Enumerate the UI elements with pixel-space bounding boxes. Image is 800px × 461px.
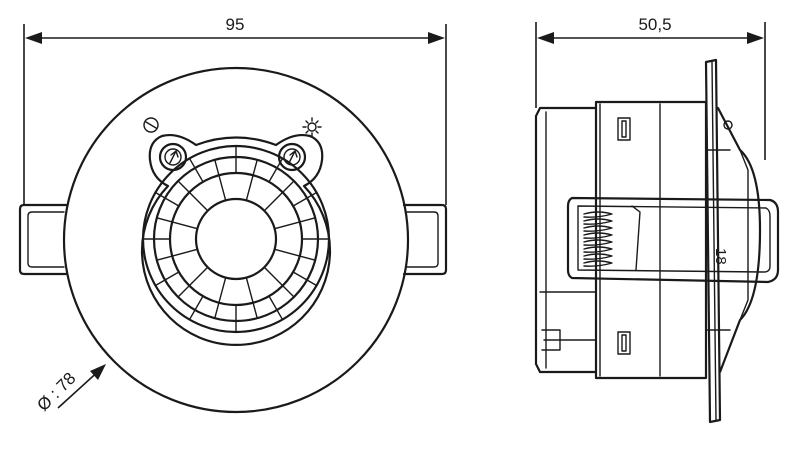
spring-clip bbox=[566, 196, 780, 284]
sun-icon bbox=[302, 117, 322, 137]
lens-facet-line bbox=[263, 180, 295, 212]
lens-facet-line bbox=[188, 157, 204, 183]
lens-facet-line bbox=[154, 191, 180, 207]
lens-facet-line bbox=[154, 271, 180, 287]
spring-coil bbox=[583, 218, 613, 225]
lens-facet-line bbox=[273, 248, 316, 261]
right-clip bbox=[402, 203, 448, 276]
lens-facet-line bbox=[268, 157, 284, 183]
flange-plate bbox=[704, 58, 722, 424]
lens-facet-line bbox=[263, 266, 295, 298]
lens-facet-line bbox=[156, 248, 199, 261]
front-view: 95 Ø : 78 bbox=[18, 15, 448, 415]
lens-facet-line bbox=[214, 159, 227, 202]
lens-facet-line bbox=[292, 271, 318, 287]
side-lens-dome bbox=[716, 106, 762, 374]
spring-coil bbox=[583, 246, 613, 253]
lens-facet-line bbox=[177, 180, 209, 212]
lens-facet-line bbox=[245, 276, 258, 319]
adjust-knob-icon bbox=[143, 117, 159, 133]
lens-facet-line bbox=[156, 217, 199, 230]
lens-facet-line bbox=[273, 217, 316, 230]
side-marking: 18 bbox=[712, 248, 729, 265]
lens-facet-line bbox=[268, 295, 284, 321]
spring-coil bbox=[583, 253, 613, 260]
lens-housing bbox=[140, 133, 332, 346]
spring-coil bbox=[583, 260, 613, 267]
lens-facet-line bbox=[292, 191, 318, 207]
lens-facet-line bbox=[214, 276, 227, 319]
lens-facet-line bbox=[245, 159, 258, 202]
dimension-width-label: 95 bbox=[226, 15, 245, 34]
spring-coil bbox=[583, 211, 613, 218]
lens-facet-line bbox=[188, 295, 204, 321]
left-potentiometer[interactable] bbox=[158, 142, 188, 172]
dimension-depth-label: 50,5 bbox=[638, 15, 671, 34]
side-view: 50,5 bbox=[534, 15, 780, 424]
dimension-depth: 50,5 bbox=[535, 15, 766, 160]
spring-coil bbox=[583, 232, 613, 239]
lens-facet-line bbox=[177, 266, 209, 298]
fresnel-lens bbox=[141, 144, 331, 334]
dimension-diameter: Ø : 78 bbox=[33, 364, 106, 415]
dimension-width: 95 bbox=[23, 15, 447, 205]
spring-coil bbox=[583, 239, 613, 246]
spring-coil bbox=[583, 225, 613, 232]
side-body bbox=[534, 100, 731, 380]
front-disc bbox=[62, 66, 410, 414]
dimension-diameter-label: Ø : 78 bbox=[33, 369, 79, 415]
left-clip bbox=[18, 203, 68, 276]
